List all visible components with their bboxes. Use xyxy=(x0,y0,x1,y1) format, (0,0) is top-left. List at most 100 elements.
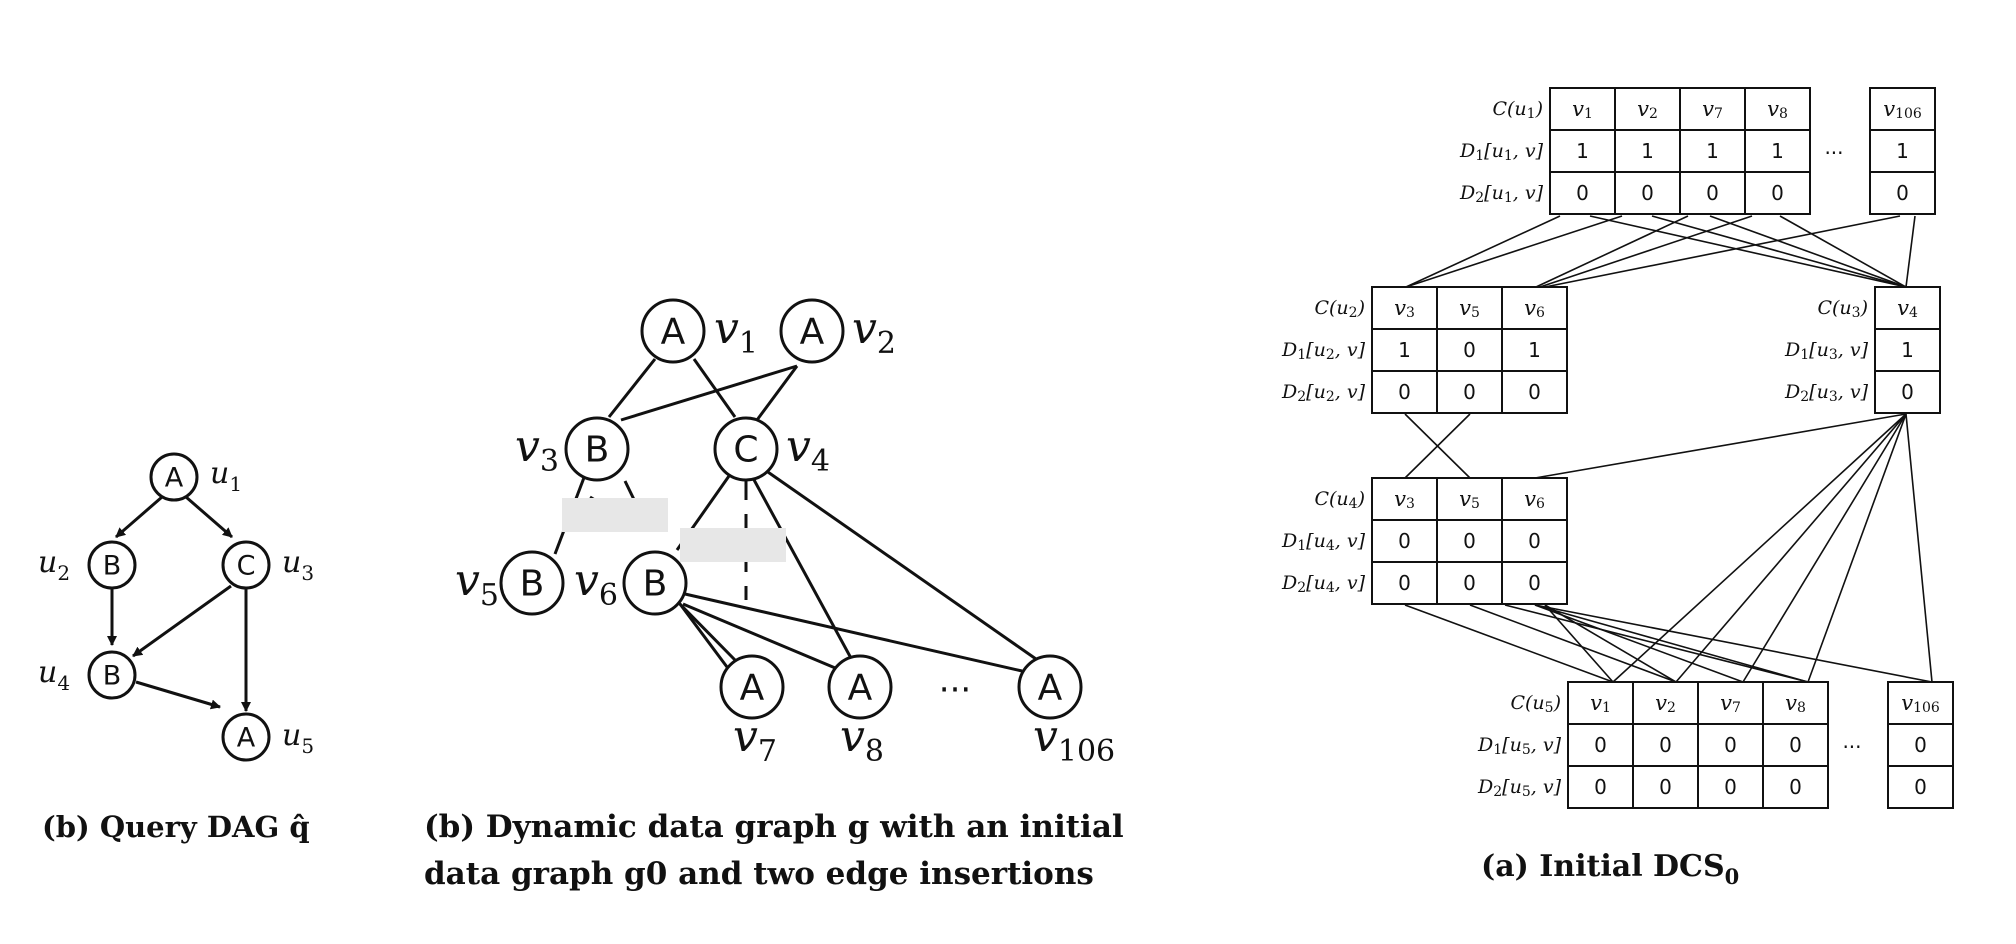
dcs-cell xyxy=(1501,561,1568,605)
svg-text:v6: v6 xyxy=(574,555,618,613)
dcs-col-label: v2 xyxy=(1655,691,1676,716)
dcs-d1-value: 1 xyxy=(1901,338,1914,362)
dcs-d1-value: 1 xyxy=(1771,139,1784,163)
dcs-row-label: C(u3) xyxy=(1817,297,1868,321)
dcs-d1-value: 1 xyxy=(1641,139,1654,163)
dcs-caption: (a) Initial DCS0 xyxy=(1481,849,1739,889)
dcs-cell xyxy=(1762,765,1829,809)
dcs-row-label: C(u1) xyxy=(1492,98,1543,122)
dcs-d1-value: 0 xyxy=(1528,529,1541,553)
dcs-col-label: v6 xyxy=(1524,296,1545,321)
dcs-d1-value: 1 xyxy=(1706,139,1719,163)
query-node-u3: C u3 xyxy=(221,540,314,590)
dcs-d2-value: 0 xyxy=(1463,380,1476,404)
dcs-cell xyxy=(1744,171,1811,215)
edge-u1-u2 xyxy=(115,495,163,539)
dcs-cell xyxy=(1501,370,1568,414)
svg-text:A: A xyxy=(740,668,765,709)
dcs-d1-value: 0 xyxy=(1463,529,1476,553)
dcs-cell xyxy=(1874,328,1941,372)
dcs-d1-value: 0 xyxy=(1789,733,1802,757)
svg-text:u4: u4 xyxy=(38,655,70,695)
svg-text:v3: v3 xyxy=(515,421,559,479)
edge-v4-v106 xyxy=(764,468,1037,661)
dcs-d2-value: 0 xyxy=(1398,380,1411,404)
edge-v1-v4 xyxy=(692,358,737,418)
svg-text:v1: v1 xyxy=(714,303,758,361)
dcs-table-u5: C(u5)D1[u5, v]D2[u5, v]v100v200v700v800·… xyxy=(1477,681,1954,809)
dcs-d2-value: 0 xyxy=(1528,380,1541,404)
dcs-ellipsis: ··· xyxy=(1824,141,1843,165)
dcs-row-label: D2[u2, v] xyxy=(1281,381,1366,405)
edge-u1-u3 xyxy=(185,495,233,539)
dcs-d1-value: 1 xyxy=(1528,338,1541,362)
svg-text:A: A xyxy=(237,723,256,754)
dcs-row-label: D1[u1, v] xyxy=(1459,140,1544,164)
dcs-col-label: v2 xyxy=(1637,97,1658,122)
data-graph-caption-line1: (b) Dynamic data graph g with an initial xyxy=(424,809,1124,845)
dcs-cell xyxy=(1371,328,1438,372)
dcs-panel: C(u1)D1[u1, v]D2[u1, v]v110v210v710v810·… xyxy=(1281,87,1954,889)
dcs-d2-value: 0 xyxy=(1463,571,1476,595)
dcs-cell xyxy=(1869,129,1936,173)
dcs-d2-value: 0 xyxy=(1914,775,1927,799)
dcs-d1-value: 0 xyxy=(1659,733,1672,757)
dcs-row-label: D1[u4, v] xyxy=(1281,530,1366,554)
edge-v6-v8 xyxy=(682,602,841,672)
dcs-col-label: v106 xyxy=(1901,691,1940,716)
dcs-cell xyxy=(1679,171,1746,215)
dcs-d2-value: 0 xyxy=(1641,181,1654,205)
dcs-d1-value: 0 xyxy=(1724,733,1737,757)
dcs-cell xyxy=(1371,561,1438,605)
edge-v6-v7b xyxy=(678,603,729,668)
query-node-u4: B u4 xyxy=(38,650,137,700)
dcs-cell xyxy=(1679,129,1746,173)
dcs-col-label: v3 xyxy=(1394,296,1415,321)
query-dag-caption: (b) Query DAG q̂ xyxy=(42,810,310,844)
dcs-row-label: C(u2) xyxy=(1314,297,1365,321)
dcs-col-label: v7 xyxy=(1702,97,1723,122)
dcs-cell xyxy=(1436,477,1503,521)
dcs-tables: C(u1)D1[u1, v]D2[u1, v]v110v210v710v810·… xyxy=(1281,87,1954,809)
graph-ellipsis: ··· xyxy=(939,670,971,710)
dcs-cell xyxy=(1549,171,1616,215)
svg-text:v4: v4 xyxy=(786,421,830,479)
dcs-cell xyxy=(1874,286,1941,330)
dcs-col-label: v3 xyxy=(1394,487,1415,512)
edge-v2-v3 xyxy=(620,364,798,422)
dcs-cell xyxy=(1549,87,1616,131)
edge-u4-u5 xyxy=(135,680,221,710)
dcs-col-label: v4 xyxy=(1897,296,1918,321)
dcs-edges xyxy=(1404,215,1933,683)
svg-text:u3: u3 xyxy=(282,545,314,585)
dcs-cell xyxy=(1501,286,1568,330)
svg-text:A: A xyxy=(1038,668,1063,709)
dcs-row-label: D1[u2, v] xyxy=(1281,339,1366,363)
dcs-d1-value: 0 xyxy=(1914,733,1927,757)
redacted-label-2 xyxy=(680,528,786,562)
dcs-d1-value: 0 xyxy=(1594,733,1607,757)
svg-text:A: A xyxy=(800,312,825,353)
dcs-d2-value: 0 xyxy=(1398,571,1411,595)
dcs-cell xyxy=(1869,87,1936,131)
dcs-row-label: D1[u5, v] xyxy=(1477,734,1562,758)
graph-node-v106: A v106 xyxy=(1017,654,1115,769)
query-node-u1: A u1 xyxy=(149,452,242,502)
dcs-row-label: D2[u1, v] xyxy=(1459,182,1544,206)
dcs-row-label: D2[u3, v] xyxy=(1784,381,1869,405)
dcs-table-u1: C(u1)D1[u1, v]D2[u1, v]v110v210v710v810·… xyxy=(1459,87,1936,215)
dcs-cell xyxy=(1697,765,1764,809)
dcs-ellipsis: ··· xyxy=(1842,735,1861,759)
query-node-u2: B u2 xyxy=(38,540,137,590)
dcs-d2-value: 0 xyxy=(1789,775,1802,799)
dcs-row-label: D2[u5, v] xyxy=(1477,776,1562,800)
edge-v6-v106 xyxy=(684,592,1023,673)
dcs-d2-value: 0 xyxy=(1706,181,1719,205)
dcs-cell xyxy=(1869,171,1936,215)
dcs-d2-value: 0 xyxy=(1576,181,1589,205)
svg-text:v5: v5 xyxy=(455,555,499,613)
svg-text:B: B xyxy=(643,564,668,605)
query-node-u5: A u5 xyxy=(221,712,314,762)
